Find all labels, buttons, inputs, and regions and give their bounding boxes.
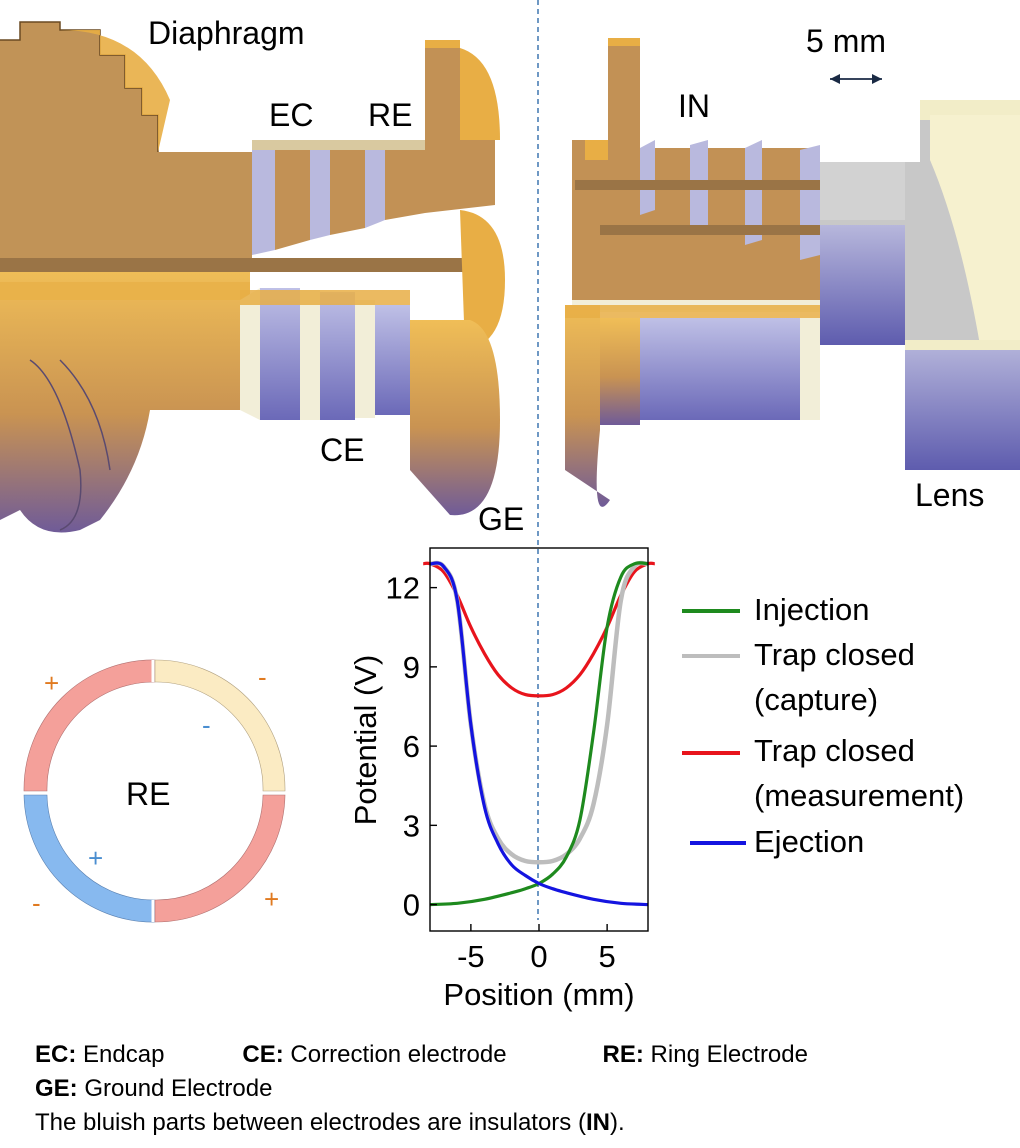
left-trap-assembly <box>0 21 505 533</box>
ring-segment-bottom-right <box>154 794 286 923</box>
label-diaphragm: Diaphragm <box>148 15 305 51</box>
ring-sign-top-left: + <box>44 668 59 698</box>
figure-caption: EC: Endcap CE: Correction electrode RE: Ri… <box>35 1038 1005 1140</box>
legend-label-capture: Trap closed(capture) <box>754 637 915 717</box>
ring-sign-top-right: - <box>258 662 267 692</box>
ring-segment-top-right <box>154 659 286 792</box>
ring-electrode-diagram: RE + - - + - + <box>23 659 286 923</box>
caption-line-1: EC: Endcap CE: Correction electrode RE: Ri… <box>35 1038 1005 1072</box>
label-ce: CE <box>320 432 364 468</box>
caption-ge-key: GE: <box>35 1075 78 1102</box>
x-tick-label: 0 <box>530 939 547 974</box>
y-tick-label: 12 <box>386 571 420 606</box>
x-tick-label: 5 <box>599 939 616 974</box>
series-line-1 <box>429 561 649 907</box>
y-tick-label: 3 <box>403 808 420 843</box>
caption-ec-value: Endcap <box>76 1041 165 1068</box>
label-ge: GE <box>478 501 524 537</box>
ring-sign-bottom-left: - <box>32 888 41 918</box>
y-tick-label: 6 <box>403 729 420 764</box>
plot-ticks: 0 3 6 9 12 -5 0 5 <box>386 571 616 974</box>
label-re: RE <box>368 97 412 133</box>
ring-segment-top-left <box>23 659 156 792</box>
series-line-4 <box>429 561 649 907</box>
caption-insulator-text: The bluish parts between electrodes are … <box>35 1109 586 1136</box>
caption-ec-key: EC: <box>35 1041 77 1068</box>
y-axis-label: Potential (V) <box>348 655 383 826</box>
y-tick-label: 0 <box>403 888 420 923</box>
y-tick-label: 9 <box>403 650 420 685</box>
potential-chart: 0 3 6 9 12 -5 0 5 Position (mm) Potential (V) <box>348 547 655 1012</box>
caption-insulator-end: ). <box>609 1109 625 1136</box>
caption-re-key: RE: <box>602 1041 644 1068</box>
legend-label-injection: Injection <box>754 592 869 627</box>
caption-ge-value: Ground Electrode <box>77 1075 273 1102</box>
ring-sign-inner-bottom: + <box>88 843 103 873</box>
label-ec: EC <box>269 97 313 133</box>
legend-label-measurement: Trap closed(measurement) <box>754 733 964 813</box>
legend-label-ejection: Ejection <box>754 824 864 859</box>
caption-ce-value: Correction electrode <box>283 1041 507 1068</box>
plot-series <box>423 560 655 907</box>
chart-legend: Injection Trap closed(capture) Trap clos… <box>682 592 964 859</box>
scale-bar: 5 mm <box>806 23 886 84</box>
ring-sign-bottom-right: + <box>264 884 279 914</box>
ring-sign-inner-top: - <box>202 710 211 740</box>
label-lens: Lens <box>915 477 984 513</box>
scale-label: 5 mm <box>806 23 886 59</box>
right-trap-assembly <box>565 38 1020 507</box>
caption-ce-key: CE: <box>242 1041 284 1068</box>
x-axis-label: Position (mm) <box>443 977 634 1012</box>
caption-re-value: Ring Electrode <box>643 1041 808 1068</box>
caption-line-3: The bluish parts between electrodes are … <box>35 1106 1005 1140</box>
caption-in-key: IN <box>585 1109 610 1136</box>
ring-label: RE <box>126 776 170 812</box>
label-in: IN <box>678 88 710 124</box>
caption-line-2: GE: Ground Electrode <box>35 1072 1005 1106</box>
x-tick-label: -5 <box>457 939 485 974</box>
